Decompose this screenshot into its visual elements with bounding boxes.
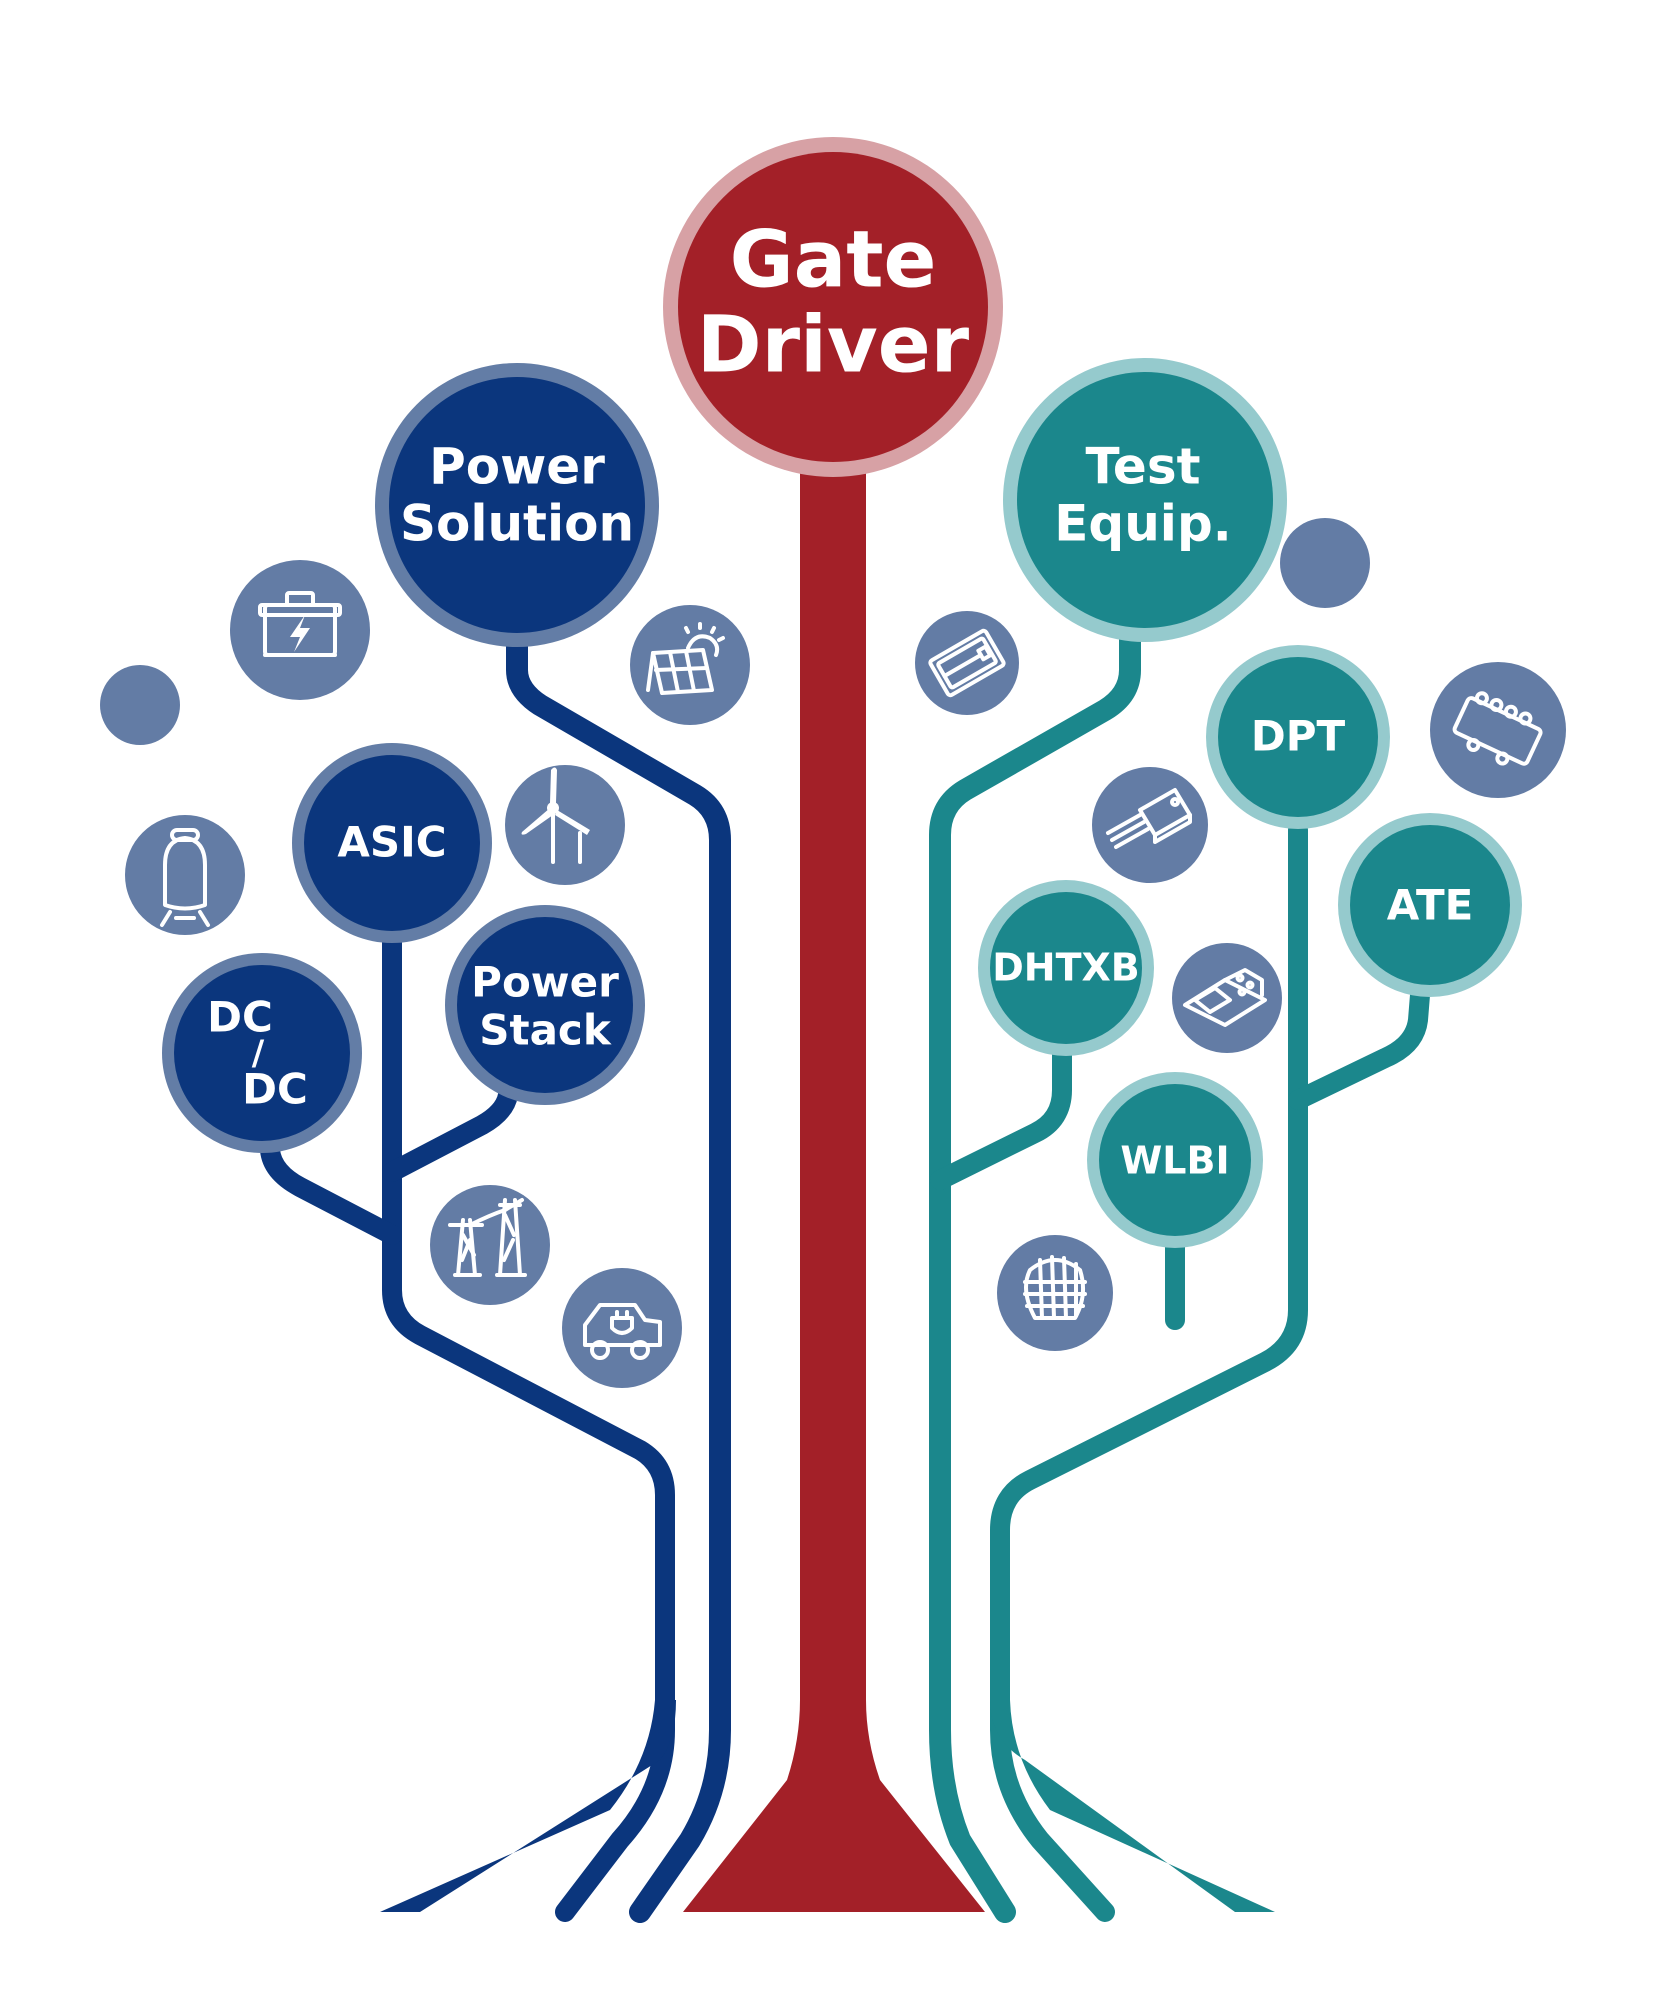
- node-power-stack[interactable]: Power Stack: [445, 905, 645, 1105]
- branch-test-equip: [929, 629, 1141, 1923]
- node-asic[interactable]: ASIC: [292, 743, 492, 943]
- decorative-dot: [1280, 518, 1370, 608]
- node-dpt[interactable]: DPT: [1206, 645, 1390, 829]
- branch-power-stack: [382, 1085, 518, 1182]
- test-equip-label-line1: Test: [1085, 438, 1200, 496]
- electric-vehicle-icon: [562, 1268, 682, 1388]
- dcdc-label-line2: /: [252, 1034, 265, 1074]
- branch-dhtxb: [930, 1045, 1072, 1190]
- node-ate[interactable]: ATE: [1338, 813, 1522, 997]
- dhtxb-label: DHTXB: [992, 946, 1140, 990]
- gate-driver-label-line1: Gate: [730, 215, 937, 305]
- solar-panel-icon: [630, 605, 750, 725]
- ate-label: ATE: [1387, 881, 1474, 930]
- wind-turbine-icon: [505, 765, 625, 885]
- node-wlbi[interactable]: WLBI: [1087, 1072, 1263, 1248]
- nodes: Gate Driver Power Solution ASIC Power St…: [162, 137, 1522, 1248]
- node-dhtxb[interactable]: DHTXB: [978, 880, 1154, 1056]
- asic-label: ASIC: [337, 818, 446, 867]
- wlbi-label: WLBI: [1120, 1139, 1229, 1183]
- dcdc-label-line1: DC: [207, 993, 273, 1042]
- power-stack-label-line1: Power: [471, 958, 619, 1007]
- silicon-wafer-icon: [997, 1235, 1113, 1351]
- node-gate-driver[interactable]: Gate Driver: [663, 137, 1003, 477]
- power-stack-label-line2: Stack: [479, 1006, 612, 1055]
- branch-dpt: [990, 820, 1308, 1922]
- power-solution-label-line2: Solution: [400, 495, 634, 553]
- decorative-dot: [100, 665, 180, 745]
- driver-board-icon: [1172, 943, 1282, 1053]
- dpt-label: DPT: [1251, 712, 1346, 761]
- node-test-equip[interactable]: Test Equip.: [1003, 358, 1287, 642]
- power-solution-label-line1: Power: [429, 438, 605, 496]
- trunk-group: [683, 470, 985, 1912]
- branch-asic: [382, 930, 675, 1922]
- root-far-right: [990, 1700, 1275, 1912]
- power-branches: [260, 629, 731, 1923]
- node-dc-dc[interactable]: DC / DC: [162, 953, 362, 1153]
- railway-train-icon: [125, 815, 245, 935]
- probe-card-icon: [915, 611, 1019, 715]
- battery-icon: [230, 560, 370, 700]
- branch-dcdc: [260, 1140, 402, 1245]
- power-module-icon: [1430, 662, 1566, 798]
- dcdc-label-line3: DC: [242, 1065, 308, 1114]
- icon-bubbles: [100, 518, 1566, 1388]
- root-far-left: [380, 1700, 676, 1912]
- branch-ate: [1288, 985, 1430, 1110]
- test-equip-label-line2: Equip.: [1054, 495, 1231, 553]
- node-power-solution[interactable]: Power Solution: [375, 363, 659, 647]
- power-transmission-tower-icon: [430, 1185, 550, 1305]
- gate-driver-trunk: [683, 470, 985, 1912]
- to247-transistor-icon: [1092, 767, 1208, 883]
- gate-driver-label-line2: Driver: [697, 300, 970, 390]
- branch-power-solution: [506, 629, 731, 1923]
- test-branches: [929, 629, 1430, 1923]
